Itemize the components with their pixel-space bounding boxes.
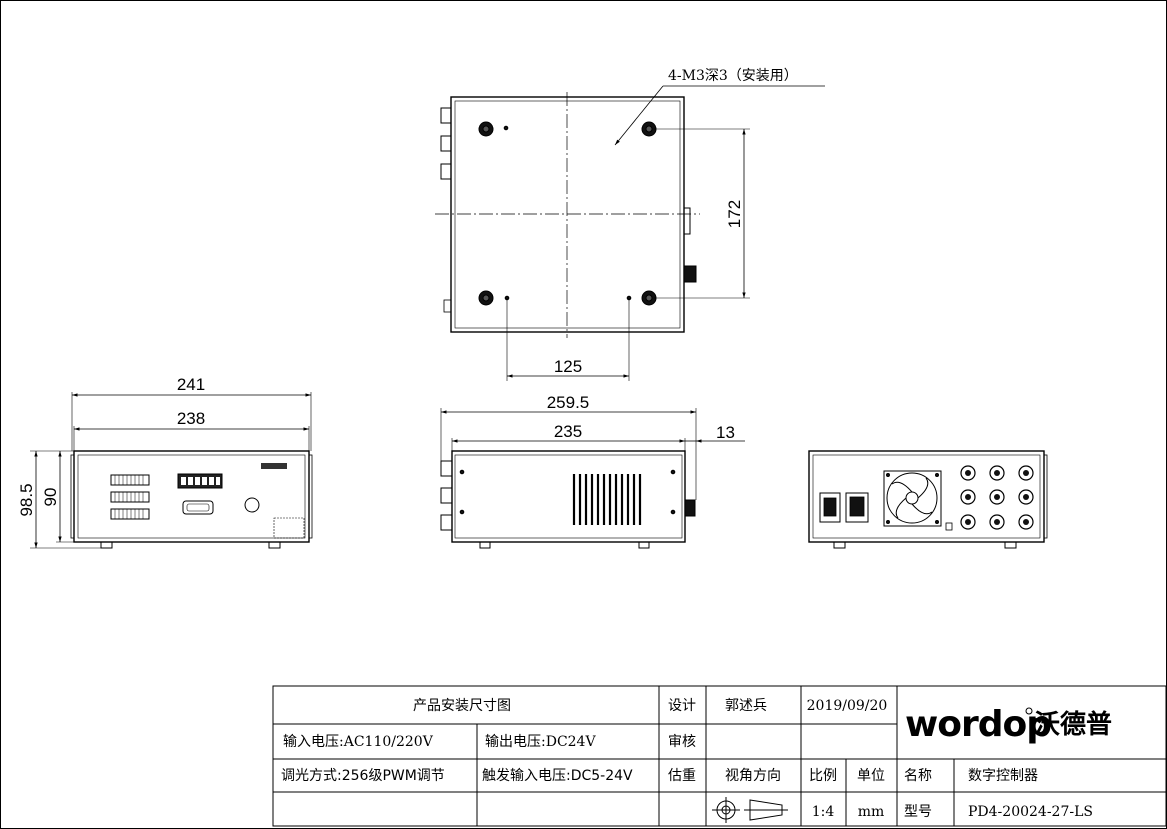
input-voltage: 输入电压:AC110/220V bbox=[283, 734, 434, 750]
name-label: 名称 bbox=[904, 768, 932, 784]
review-label: 审核 bbox=[668, 734, 696, 750]
trigger-voltage: 触发输入电压:DC5-24V bbox=[482, 768, 633, 784]
weight-label: 估重 bbox=[668, 768, 696, 784]
dim-side-protrusion: 13 bbox=[716, 423, 735, 442]
model-number: PD4-20024-27-LS bbox=[968, 804, 1093, 820]
drawing-title: 产品安装尺寸图 bbox=[413, 698, 511, 714]
svg-text:wordop: wordop bbox=[905, 704, 1051, 745]
holes-annotation: 4-M3深3（安装用） bbox=[668, 68, 798, 84]
top-view bbox=[435, 92, 700, 338]
mounting-hole bbox=[478, 290, 494, 306]
fan-icon bbox=[883, 470, 942, 527]
dim-side-outer-length: 259.5 bbox=[547, 393, 590, 412]
dim-front-inner-height: 90 bbox=[41, 488, 60, 507]
projection-symbol-icon bbox=[712, 797, 788, 823]
designer-name: 郭述兵 bbox=[725, 697, 767, 714]
power-socket-icon bbox=[845, 492, 869, 523]
model-label: 型号 bbox=[904, 804, 932, 820]
dimming-method: 调光方式:256级PWM调节 bbox=[281, 768, 445, 784]
wordop-logo: wordop 沃德普 bbox=[905, 704, 1112, 745]
front-view bbox=[70, 450, 313, 549]
view-direction-label: 视角方向 bbox=[725, 768, 781, 784]
unit-label: 单位 bbox=[857, 768, 885, 784]
svg-text:沃德普: 沃德普 bbox=[1034, 709, 1112, 740]
scale-label: 比例 bbox=[809, 768, 837, 784]
dim-hole-spacing: 125 bbox=[554, 357, 582, 376]
holes-leader bbox=[614, 85, 664, 146]
mounting-hole bbox=[641, 121, 657, 137]
drawing-date: 2019/09/20 bbox=[807, 698, 888, 714]
power-switch-icon bbox=[819, 492, 841, 523]
output-voltage: 输出电压:DC24V bbox=[485, 734, 596, 750]
dim-front-inner-width: 238 bbox=[177, 409, 205, 428]
side-view bbox=[440, 450, 696, 549]
product-name: 数字控制器 bbox=[968, 768, 1038, 784]
scale-value: 1:4 bbox=[812, 804, 835, 820]
design-label: 设计 bbox=[668, 698, 696, 714]
output-connector-icon bbox=[960, 465, 1034, 530]
dim-front-outer-width: 241 bbox=[177, 375, 205, 394]
dim-top-height: 172 bbox=[725, 200, 744, 228]
unit-value: mm bbox=[858, 804, 885, 820]
dim-front-outer-height: 98.5 bbox=[17, 483, 36, 516]
dim-side-inner-length: 235 bbox=[554, 422, 582, 441]
rear-view bbox=[808, 450, 1048, 549]
title-block bbox=[272, 685, 1167, 827]
mounting-hole bbox=[478, 121, 494, 137]
mounting-hole bbox=[641, 290, 657, 306]
